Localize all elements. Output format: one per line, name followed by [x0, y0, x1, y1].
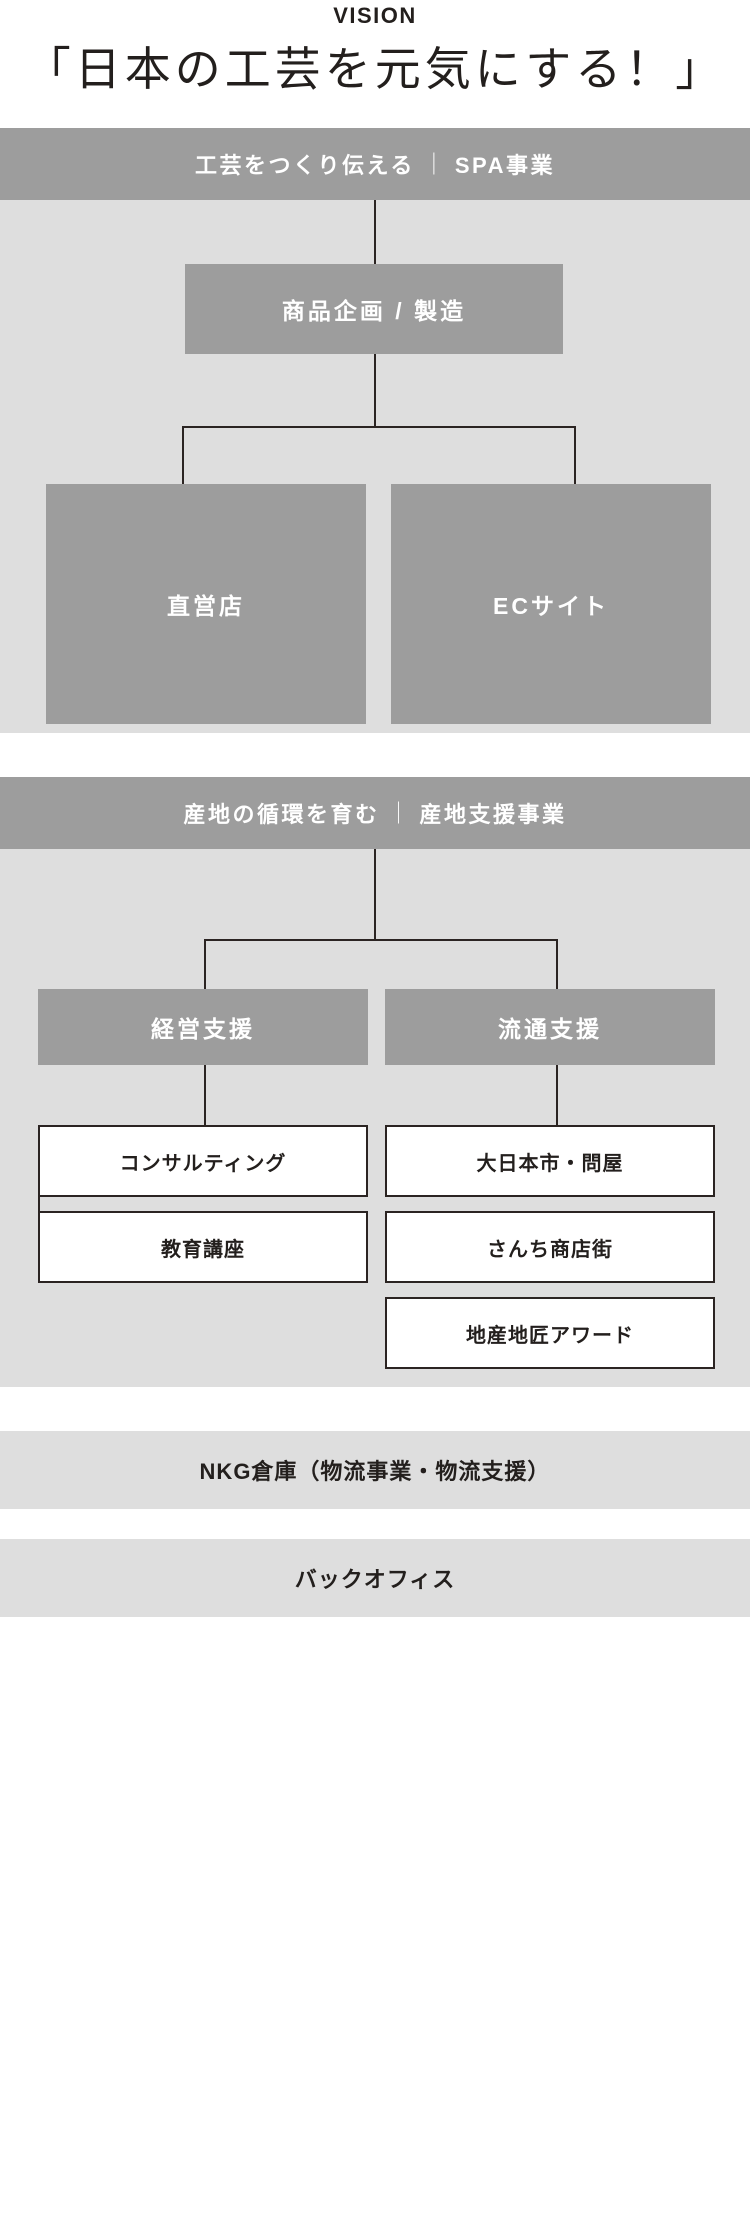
node-product-planning: 商品企画 / 製造	[185, 264, 563, 354]
node-distribution-support-label: 流通支援	[498, 1016, 602, 1042]
connector-spa-drop-right	[574, 426, 576, 484]
vision-title: 「日本の工芸を元気にする！」	[24, 44, 726, 95]
band-sanchi-right: 産地支援事業	[419, 802, 567, 827]
node-sanchi-shopping-street-label: さんち商店街	[487, 1238, 613, 1261]
bar-nkg-warehouse: NKG倉庫（物流事業・物流支援）	[0, 1431, 750, 1509]
node-chisanchisho-award-label: 地産地匠アワード	[466, 1324, 634, 1347]
connector-spa-split	[182, 426, 576, 428]
node-distribution-support: 流通支援	[385, 989, 715, 1065]
spacer-between-bars	[0, 1509, 750, 1539]
vision-block: VISION 「日本の工芸を元気にする！」	[0, 0, 750, 106]
bar-back-office: バックオフィス	[0, 1539, 750, 1617]
band-sanchi-separator: ｜	[387, 801, 412, 826]
spacer-before-bars	[0, 1387, 750, 1431]
node-dainipponichi: 大日本市・問屋	[385, 1125, 715, 1197]
node-chisanchisho-award: 地産地匠アワード	[385, 1297, 715, 1369]
connector-sanchi-drop-right	[556, 939, 558, 989]
connector-spa-drop-left	[182, 426, 184, 484]
band-sanchi: 産地の循環を育む ｜ 産地支援事業	[0, 777, 750, 849]
node-sanchi-shopping-street: さんち商店街	[385, 1211, 715, 1283]
connector-sanchi-trunk	[374, 849, 376, 939]
connector-management-spine	[204, 1065, 206, 1125]
spacer-between-sections	[0, 733, 750, 777]
node-direct-store-label: 直営店	[167, 593, 245, 619]
node-direct-store: 直営店	[46, 484, 366, 724]
node-dainipponichi-label: 大日本市・問屋	[476, 1152, 624, 1175]
spacer-top	[0, 106, 750, 128]
connector-sanchi-split	[204, 939, 558, 941]
bar-back-office-label: バックオフィス	[294, 1567, 456, 1592]
band-spa-separator: ｜	[422, 152, 447, 177]
node-management-support-label: 経営支援	[151, 1016, 255, 1042]
section-sanchi: 産地の循環を育む ｜ 産地支援事業 経営支援 流通支援 コンサルティング 教育講…	[0, 777, 750, 1387]
connector-spa-stem	[374, 354, 376, 426]
node-education-course: 教育講座	[38, 1211, 368, 1283]
node-consulting-label: コンサルティング	[119, 1152, 287, 1175]
node-ec-site: ECサイト	[391, 484, 711, 724]
connector-distribution-spine	[556, 1065, 558, 1125]
node-ec-site-label: ECサイト	[493, 593, 609, 619]
bar-nkg-warehouse-label: NKG倉庫（物流事業・物流支援）	[199, 1459, 551, 1484]
band-spa-right: SPA事業	[454, 153, 555, 178]
band-spa: 工芸をつくり伝える ｜ SPA事業	[0, 128, 750, 200]
node-education-course-label: 教育講座	[161, 1238, 245, 1261]
band-spa-left: 工芸をつくり伝える	[195, 153, 415, 178]
node-consulting: コンサルティング	[38, 1125, 368, 1197]
node-product-planning-label: 商品企画 / 製造	[281, 298, 467, 324]
connector-sanchi-drop-left	[204, 939, 206, 989]
node-management-support: 経営支援	[38, 989, 368, 1065]
vision-label: VISION	[333, 3, 417, 28]
band-sanchi-left: 産地の循環を育む	[183, 802, 380, 827]
section-spa: 工芸をつくり伝える ｜ SPA事業 商品企画 / 製造 直営店 ECサイト	[0, 128, 750, 733]
connector-spa-trunk	[374, 200, 376, 264]
